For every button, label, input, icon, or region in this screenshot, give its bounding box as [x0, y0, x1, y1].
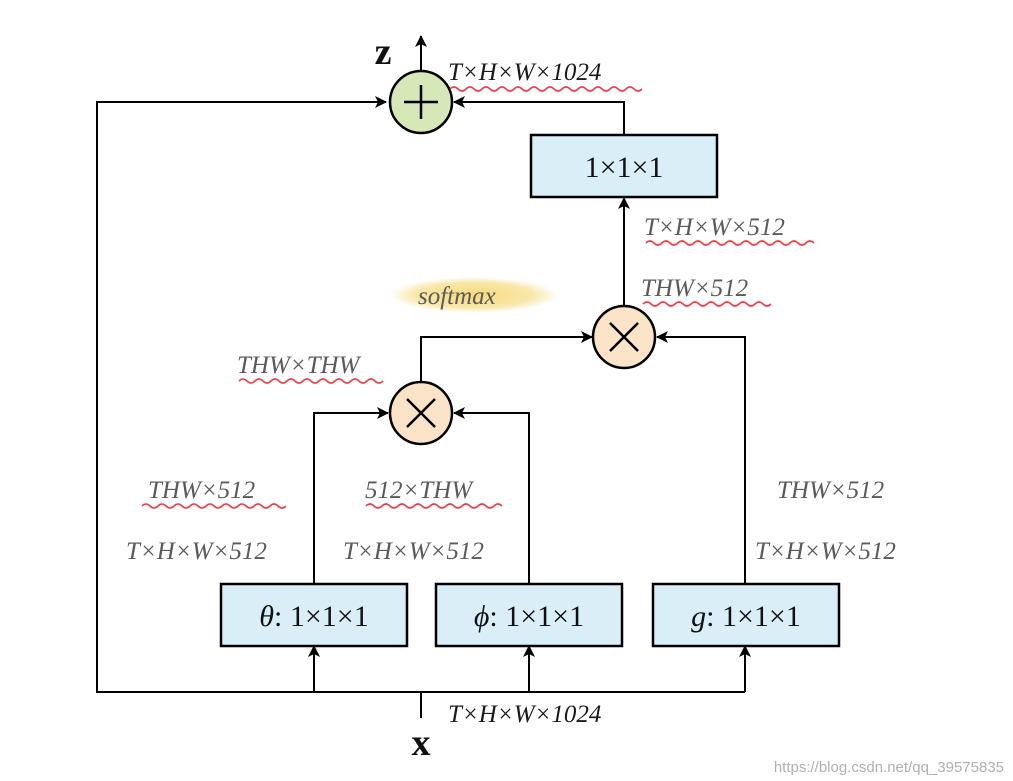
- svg-text:θ: 1×1×1: θ: 1×1×1: [259, 600, 368, 633]
- squiggle-theta-reshaped: [141, 503, 287, 509]
- input-dim-label: T×H×W×1024: [448, 701, 601, 728]
- svg-text:g: 1×1×1: g: 1×1×1: [691, 600, 801, 633]
- mul1-to-mul2: [420, 331, 593, 381]
- theta-dim: T×H×W×512: [126, 538, 267, 565]
- squiggle-final-conv-dim: [645, 240, 815, 246]
- theta-reshaped-dim: THW×512: [148, 477, 255, 504]
- phi-reshaped-dim: 512×THW: [365, 477, 474, 504]
- times-icon: [591, 304, 657, 370]
- g-conv-label: : 1×1×1: [706, 600, 801, 633]
- softmax-annotation: softmax: [390, 277, 558, 313]
- attention-dim-label: THW×THW: [237, 352, 362, 379]
- phi-dim: T×H×W×512: [343, 538, 484, 565]
- g-to-mul2: [656, 331, 746, 584]
- times-icon: [388, 380, 454, 446]
- weighted-dim-label: THW×512: [641, 275, 748, 302]
- squiggle-attention-dim: [238, 378, 384, 384]
- g-reshaped-dim: THW×512: [777, 477, 884, 504]
- phi-conv-label: : 1×1×1: [489, 600, 584, 633]
- squiggle-weighted-dim: [642, 301, 772, 307]
- final-conv-label: 1×1×1: [585, 151, 664, 184]
- final-conv-to-add: [453, 96, 625, 135]
- softmax-label: softmax: [418, 283, 496, 310]
- theta-conv-label: : 1×1×1: [274, 600, 369, 633]
- theta-to-mul1: [313, 407, 389, 584]
- input-label: x: [412, 722, 431, 764]
- squiggle-output-dim: [449, 86, 643, 92]
- output-label: z: [375, 31, 392, 73]
- watermark: https://blog.csdn.net/qq_39575835: [774, 759, 1004, 776]
- g-conv-box: g: 1×1×1: [651, 582, 841, 648]
- final-conv-input-dim: T×H×W×512: [644, 214, 785, 241]
- phi-conv-box: ϕ: 1×1×1: [434, 582, 624, 648]
- g-dim: T×H×W×512: [755, 538, 896, 565]
- theta-conv-box: θ: 1×1×1: [219, 582, 409, 648]
- phi-symbol: ϕ: [474, 600, 490, 633]
- squiggle-phi-reshaped: [365, 503, 503, 509]
- svg-text:ϕ: 1×1×1: ϕ: 1×1×1: [474, 600, 584, 633]
- spellcheck-underlines: [141, 86, 815, 509]
- output-dim-label: T×H×W×1024: [448, 59, 601, 86]
- phi-to-mul1: [453, 407, 530, 584]
- final-conv-box: 1×1×1: [529, 133, 719, 199]
- g-symbol: g: [691, 600, 706, 633]
- theta-symbol: θ: [259, 600, 274, 633]
- connectors: [96, 35, 751, 718]
- plus-icon: [388, 69, 454, 135]
